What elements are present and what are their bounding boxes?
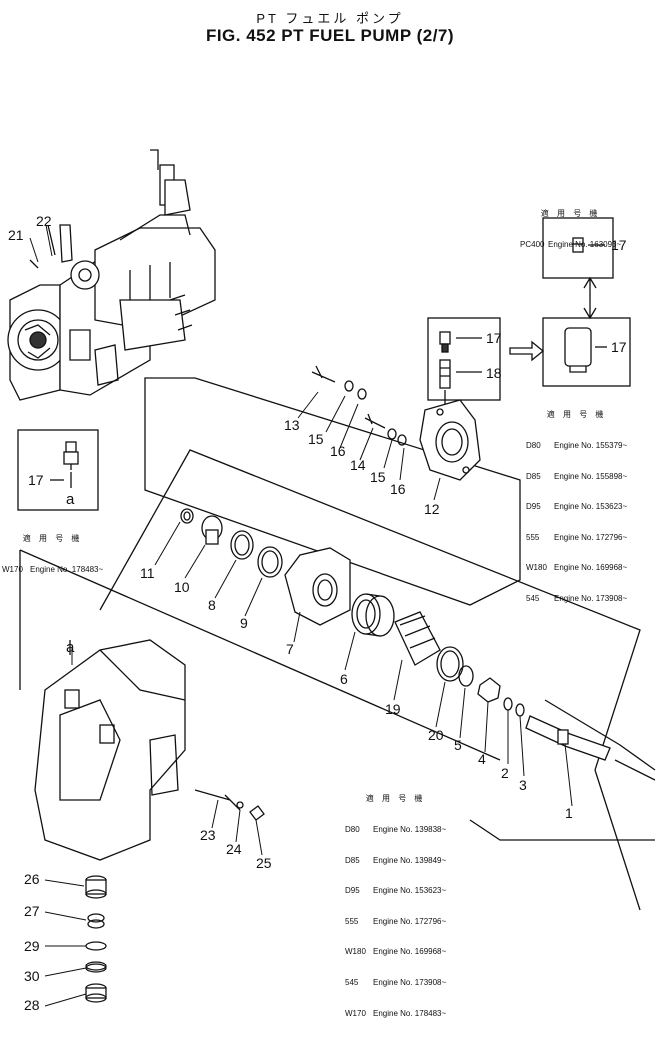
callout-13: 13: [284, 417, 300, 433]
inset-box-w170: [17, 429, 99, 511]
callout-17-w170: 17: [28, 472, 44, 488]
figure-title: FIG. 452 PT FUEL PUMP (2/7): [205, 26, 455, 45]
callout-14: 14: [350, 457, 366, 473]
callout-30: 30: [24, 968, 40, 984]
callout-15b: 15: [370, 469, 386, 485]
callout-29: 29: [24, 938, 40, 954]
callout-20: 20: [428, 727, 444, 743]
callout-28: 28: [24, 997, 40, 1013]
flange-plate: [419, 399, 481, 481]
lower-parts-stack: [85, 875, 107, 1003]
w170-fitting: [50, 441, 79, 488]
callout-15a: 15: [308, 431, 324, 447]
callout-24: 24: [226, 841, 242, 857]
callout-16b: 16: [390, 481, 406, 497]
callout-25: 25: [256, 855, 272, 871]
exploded-parts: [180, 508, 611, 761]
double-arrow-icon: [583, 276, 597, 320]
callout-17-pc400: 17: [611, 237, 627, 253]
washer-16: [357, 388, 367, 400]
washer-15: [344, 380, 354, 392]
callout-16a: 16: [330, 443, 346, 459]
bolt-13: [311, 365, 336, 383]
hollow-arrow-icon: [509, 340, 545, 362]
callout-19: 19: [385, 701, 401, 717]
callout-23: 23: [200, 827, 216, 843]
callout-8: 8: [208, 597, 216, 613]
bolt-14: [364, 413, 386, 429]
title-japanese: PT フュエル ポンプ: [256, 11, 404, 26]
pump-assembly-illustration: [7, 149, 216, 401]
callout-3: 3: [519, 777, 527, 793]
callout-11: 11: [140, 565, 155, 581]
callout-26: 26: [24, 871, 40, 887]
callout-17-adapter: 17: [486, 330, 502, 346]
callout-7: 7: [286, 641, 294, 657]
left-frame: [19, 549, 501, 761]
callout-18: 18: [486, 365, 502, 381]
reference-letter-a-inset: a: [66, 491, 75, 508]
parts-diagram: PT フュエル ポンプ FIG. 452 PT FUEL PUMP (2/7): [2, 11, 656, 1018]
callout-27: 27: [24, 903, 40, 919]
exploded-view-drawing: 1 2 3 4 5 6 7 8 9 10 11 12 13 14 15 15 1…: [7, 149, 656, 1013]
callout-5: 5: [454, 737, 462, 753]
leader-lines: [29, 224, 573, 1007]
callout-12: 12: [424, 501, 440, 517]
callout-2: 2: [501, 765, 509, 781]
callout-17-filter: 17: [611, 339, 627, 355]
middle-frame: [99, 449, 641, 771]
callout-21: 21: [8, 227, 24, 243]
callout-10: 10: [174, 579, 190, 595]
callout-1: 1: [565, 805, 573, 821]
plug-icon: [572, 237, 605, 253]
bottom-leader: [469, 819, 655, 841]
pump-housing: [34, 639, 265, 861]
callout-6: 6: [340, 671, 348, 687]
filter-canister: [564, 327, 607, 373]
callout-22: 22: [36, 213, 52, 229]
callout-9: 9: [240, 615, 248, 631]
reference-letter-a-housing: a: [66, 639, 75, 656]
callout-4: 4: [478, 751, 486, 767]
upper-frame: [144, 377, 521, 606]
